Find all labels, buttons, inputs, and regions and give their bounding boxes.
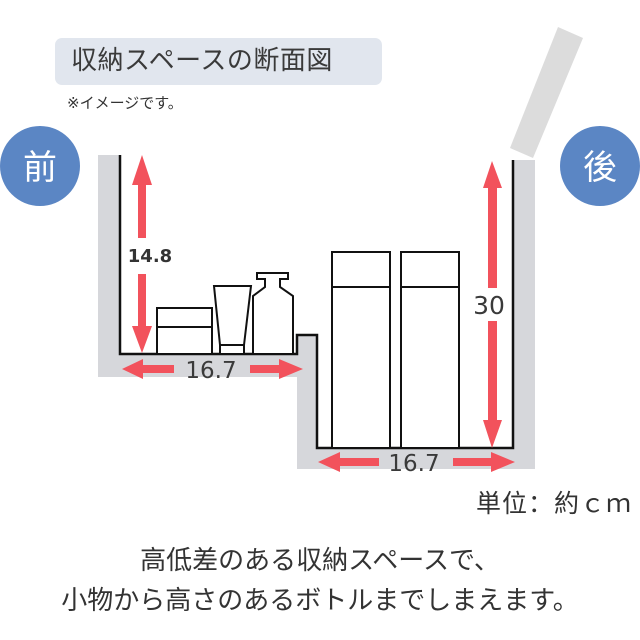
height-arrow-upper <box>132 155 152 353</box>
width-arrow-upper <box>122 359 303 379</box>
width-arrow-lower <box>318 452 515 472</box>
storage-inner-outline <box>118 155 515 450</box>
tube-icon <box>212 285 253 355</box>
front-label: 前 <box>23 148 57 188</box>
open-lid <box>510 27 583 158</box>
front-badge: 前 <box>0 126 80 206</box>
unit-label: 単位：約ｃｍ <box>475 489 632 518</box>
lower-height-label: 30 <box>473 291 505 320</box>
tall-bottle-icon <box>331 251 391 449</box>
height-arrow-lower <box>483 161 502 448</box>
back-badge: 後 <box>560 126 640 206</box>
caption-line-2: 小物から高さのあるボトルまでしまえます。 <box>61 586 579 616</box>
upper-height-label: 14.8 <box>128 246 172 267</box>
cream-jar-icon <box>156 307 213 355</box>
tall-bottle-icon <box>400 251 460 449</box>
image-note: ※イメージです。 <box>67 94 183 112</box>
diagram-title: 収納スペースの断面図 <box>55 38 382 85</box>
upper-width-label: 16.7 <box>185 358 236 384</box>
caption-line-1: 高低差のある収納スペースで、 <box>140 546 500 576</box>
back-label: 後 <box>583 148 617 188</box>
lower-width-label: 16.7 <box>388 451 439 477</box>
bottle-icon <box>252 272 294 355</box>
